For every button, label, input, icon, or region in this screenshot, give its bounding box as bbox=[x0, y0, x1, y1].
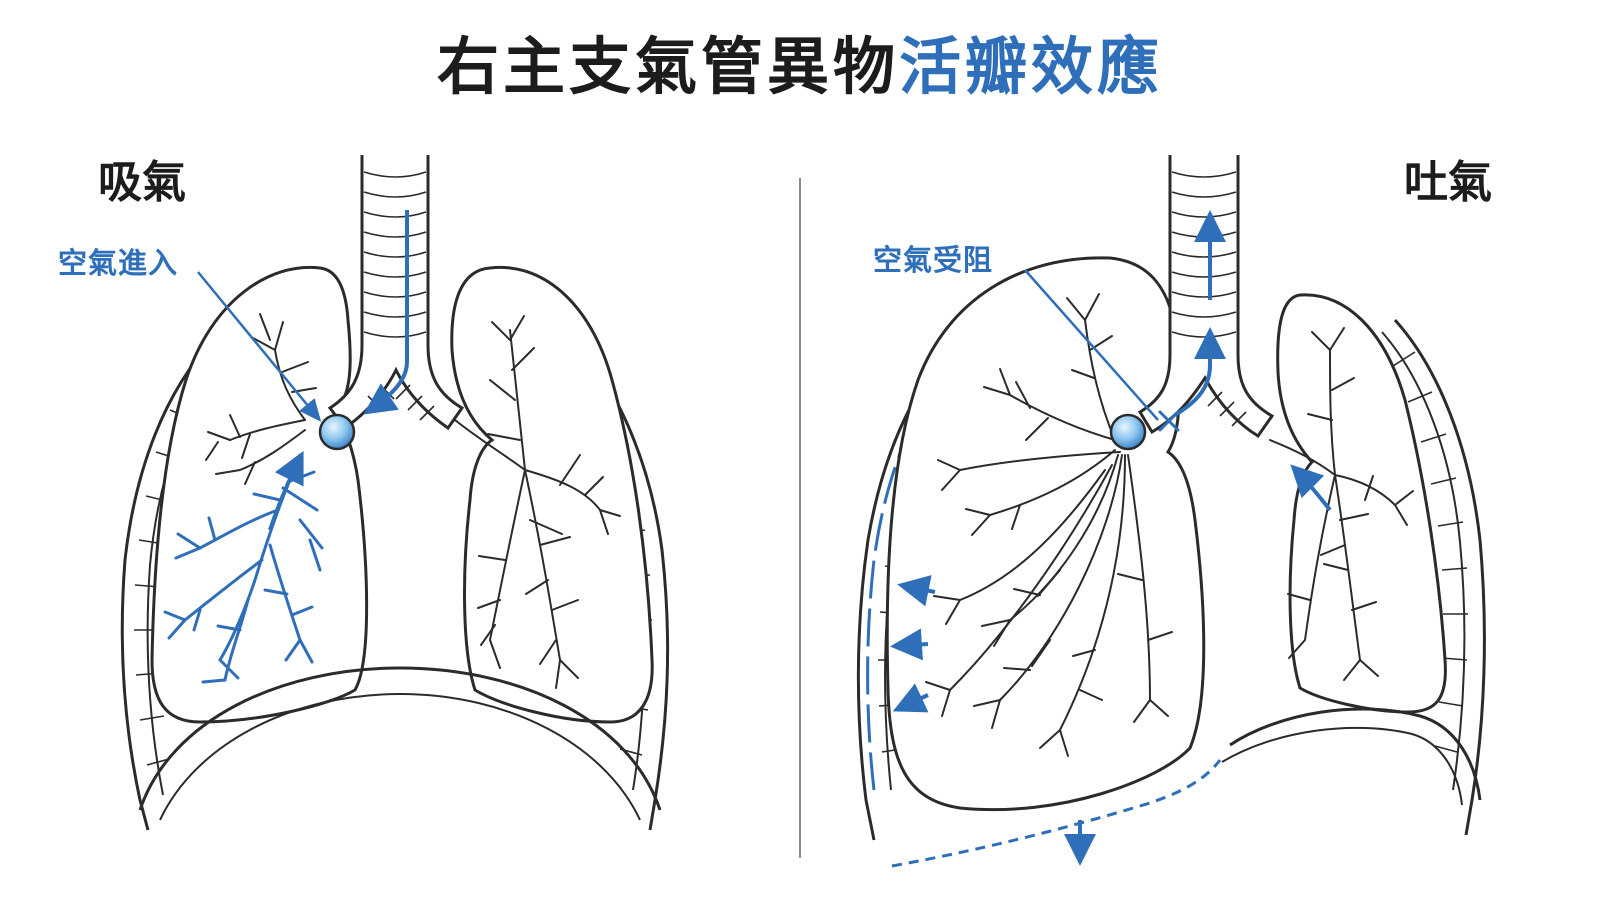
trachea-rings bbox=[363, 171, 435, 421]
flattened-diaphragm-dashed bbox=[891, 759, 1222, 868]
right-bronchial-tree-upper bbox=[205, 313, 317, 485]
inhale-callout-leader bbox=[197, 271, 322, 422]
air-trapping-arrow-2 bbox=[890, 628, 929, 661]
left-bronchial-tree-exhale bbox=[1269, 327, 1414, 681]
left-lung bbox=[450, 265, 654, 724]
inhale-panel bbox=[120, 155, 670, 831]
trachea-exhale bbox=[1137, 155, 1275, 439]
exhale-flow-arrow-left-lung bbox=[1290, 464, 1332, 512]
diaphragm bbox=[138, 666, 662, 811]
trachea-rings-exhale bbox=[1171, 171, 1247, 427]
diaphragm-exhale bbox=[1229, 707, 1482, 801]
title-part-highlight: 活瓣效應 bbox=[899, 30, 1164, 103]
foreign-body-exhale bbox=[1109, 413, 1147, 451]
left-bronchial-tree bbox=[454, 315, 621, 689]
chest-wall-right-inner-exhale bbox=[1381, 331, 1466, 791]
exhale-flow-arrow-trachea-lower bbox=[1173, 327, 1226, 417]
inhale-flow-arrow-trachea bbox=[363, 210, 409, 415]
air-trapping-arrow-3 bbox=[892, 683, 929, 713]
inhale-flow-arrow-lower-lobe bbox=[268, 450, 304, 531]
exhale-callout-leader bbox=[1024, 269, 1159, 421]
right-bronchial-tree-exhale bbox=[925, 293, 1173, 757]
trachea bbox=[327, 155, 465, 431]
inhale-callout: 空氣進入 bbox=[58, 246, 179, 280]
title-part-main: 右主支氣管異物 bbox=[436, 30, 899, 103]
chest-wall-right-outer-exhale bbox=[1393, 318, 1486, 836]
diaphragm-exhale-inner bbox=[1221, 726, 1463, 806]
inhale-label: 吸氣 bbox=[98, 157, 186, 208]
hyperinflated-right-lung bbox=[885, 256, 1206, 812]
chest-wall-left-outer bbox=[120, 336, 217, 831]
foreign-body-inhale bbox=[318, 413, 356, 451]
blocked-x-icon bbox=[1158, 410, 1180, 432]
air-trapping-arrow-1 bbox=[897, 575, 936, 607]
exhale-callout: 空氣受阻 bbox=[873, 243, 994, 277]
diaphragm-inner bbox=[159, 692, 641, 821]
diagram-title: 右主支氣管異物活瓣效應 bbox=[0, 22, 1600, 112]
exhale-panel bbox=[856, 155, 1486, 868]
exhale-label: 吐氣 bbox=[1404, 157, 1492, 208]
compressed-left-lung bbox=[1276, 293, 1447, 714]
